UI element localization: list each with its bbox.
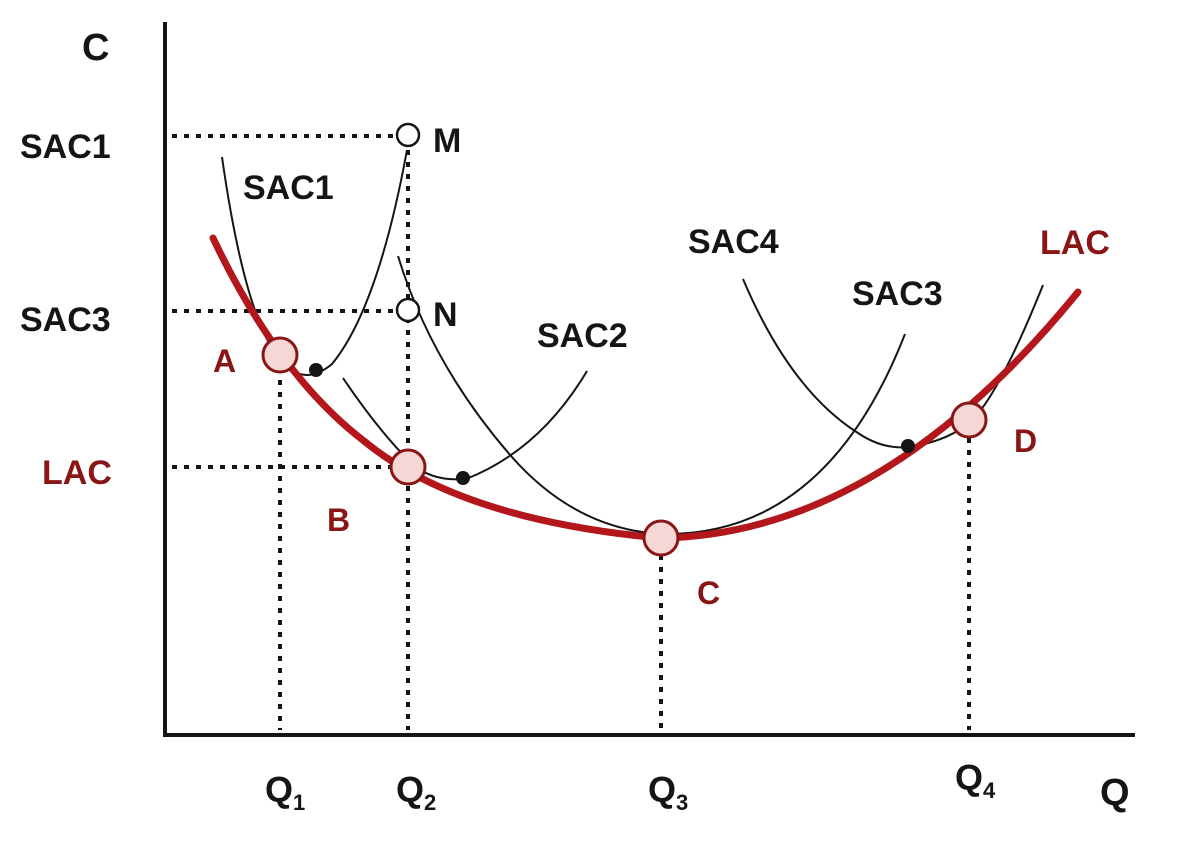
point-a-label: A <box>213 343 236 379</box>
x-tick-q1: Q1 <box>265 769 305 815</box>
point-a-marker <box>261 336 299 374</box>
sac2-curve-label: SAC2 <box>537 317 628 355</box>
point-c-label: C <box>697 575 720 611</box>
point-b-marker <box>389 448 427 486</box>
sac4-minimum-dot <box>901 439 915 453</box>
sac3-curve <box>397 255 906 536</box>
x-tick-q2: Q2 <box>396 769 436 815</box>
point-d-marker <box>950 401 988 439</box>
sac2-minimum-dot <box>456 471 470 485</box>
point-b-label: B <box>327 502 350 538</box>
sac3-curve-label: SAC3 <box>852 275 943 313</box>
lac-curve <box>209 234 1082 542</box>
point-c-marker <box>642 519 680 557</box>
point-n-marker <box>395 297 421 323</box>
y-tick-sac1: SAC1 <box>20 128 111 166</box>
point-m-label: M <box>433 122 461 160</box>
y-tick-lac: LAC <box>42 454 112 492</box>
point-d-label: D <box>1014 423 1037 459</box>
x-tick-q4: Q4 <box>955 757 996 803</box>
lac-curve-label: LAC <box>1040 224 1110 262</box>
sac1-curve <box>221 149 408 376</box>
sac1-curve-label: SAC1 <box>243 169 334 207</box>
sac4-curve-label: SAC4 <box>688 223 779 261</box>
sac2-curve <box>342 370 588 481</box>
point-n-label: N <box>433 296 458 334</box>
sac1-minimum-dot <box>309 363 323 377</box>
point-m-marker <box>395 122 421 148</box>
y-tick-sac3: SAC3 <box>20 301 111 339</box>
x-axis-label: Q <box>1100 772 1130 814</box>
x-tick-q3: Q3 <box>648 769 688 815</box>
y-axis-label: C <box>82 27 109 69</box>
